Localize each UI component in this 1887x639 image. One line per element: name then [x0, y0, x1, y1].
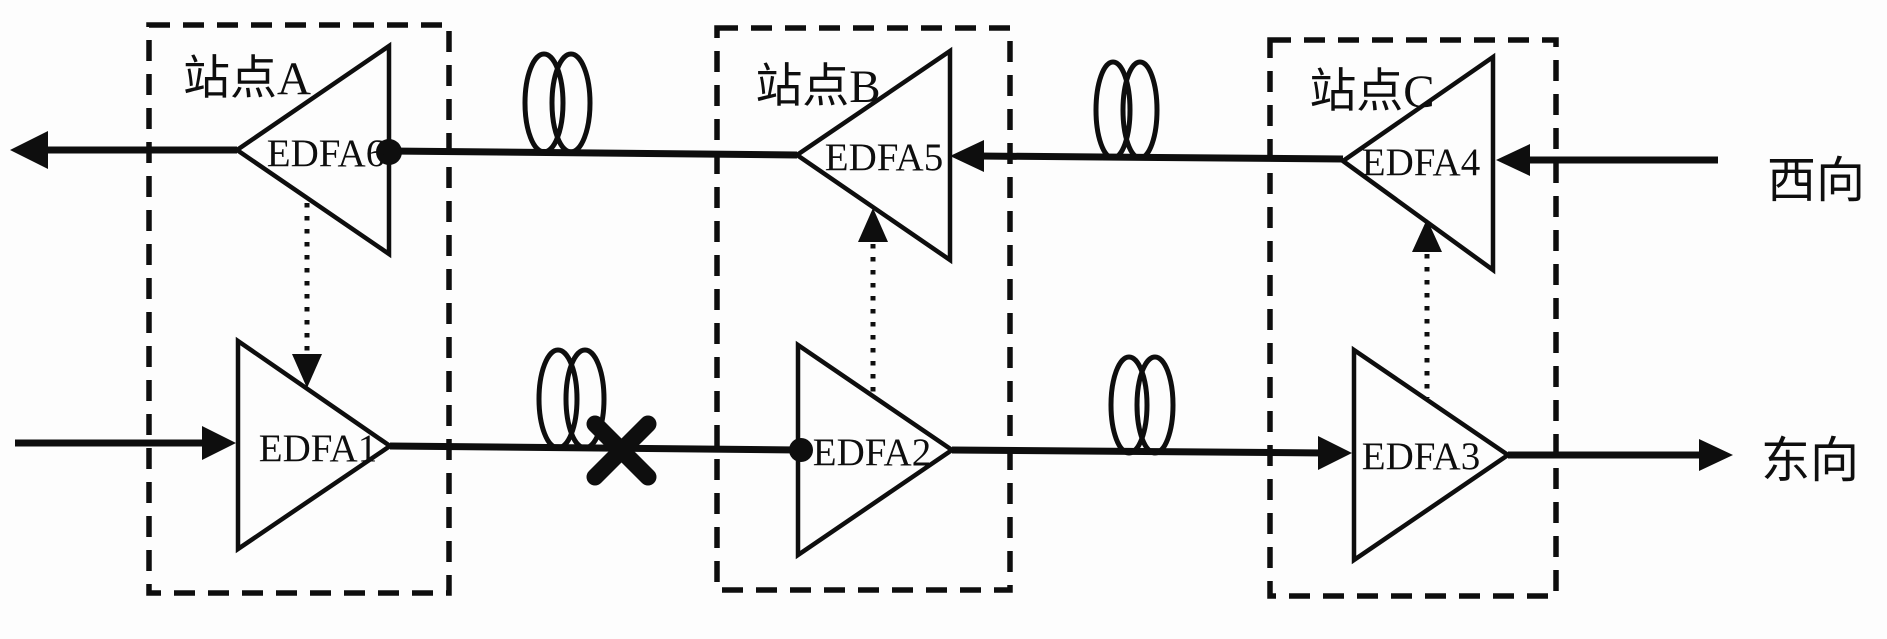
edfa4-input-arrowhead-icon — [1496, 144, 1530, 176]
edfa6-label: EDFA6 — [267, 132, 385, 175]
edfa1-label: EDFA1 — [259, 427, 377, 470]
eastward-path — [15, 439, 1704, 459]
fiber-segment — [388, 147, 798, 159]
fiber-coil-icon — [1108, 354, 1176, 456]
fiber-coil-icon — [522, 51, 593, 155]
east-input-arrowhead-icon — [202, 426, 236, 460]
coupler-dot-icon — [376, 139, 402, 165]
station-b-box — [714, 25, 1013, 593]
edfa3-label: EDFA3 — [1362, 435, 1480, 478]
amplifier-triangles — [233, 41, 1512, 565]
pump-tap-arrows — [292, 203, 1442, 398]
east-output-arrowhead-icon — [1699, 439, 1733, 471]
edfa3-triangle — [1351, 345, 1512, 565]
fiber-cut-x-icon — [586, 415, 657, 486]
edfa2-label: EDFA2 — [813, 431, 931, 474]
tap-a-dotted-arrow-icon — [292, 203, 322, 388]
fiber-segment — [951, 446, 1327, 457]
edfa5-label: EDFA5 — [825, 136, 943, 179]
coupler-dots — [376, 139, 813, 462]
tap-c-dotted-arrow-icon — [1412, 219, 1442, 398]
tap-b-dotted-arrow-icon — [858, 208, 888, 392]
fiber-coils — [522, 51, 1176, 456]
station-boxes — [146, 22, 1559, 599]
edfa1-triangle — [235, 336, 394, 554]
fiber-segment — [389, 442, 799, 454]
station-c-label: 站点C — [1309, 66, 1434, 118]
station-a-box — [146, 22, 452, 596]
fiber-coil-icon — [536, 347, 607, 451]
station-a-label: 站点A — [183, 53, 311, 105]
edfa5-triangle — [793, 46, 953, 265]
station-c-box — [1267, 37, 1559, 599]
fiber-segment — [977, 152, 1344, 163]
arrowheads — [10, 131, 1733, 471]
westward-path — [42, 146, 1718, 164]
edfa3-input-arrowhead-icon — [1318, 436, 1352, 470]
edfa4-label: EDFA4 — [1362, 141, 1480, 184]
westward-direction-label: 西向 — [1767, 153, 1865, 208]
edfa4-triangle — [1339, 52, 1496, 275]
coupler-dot-icon — [789, 438, 813, 462]
edfa5-input-arrowhead-icon — [950, 140, 984, 172]
eastward-direction-label: 东向 — [1761, 433, 1859, 488]
station-b-label: 站点B — [755, 61, 880, 113]
fiber-coil-icon — [1093, 59, 1160, 161]
west-output-arrowhead-icon — [10, 131, 48, 169]
labels: 站点A 站点B 站点C EDFA6 EDFA5 EDFA4 EDFA1 EDFA… — [183, 53, 1865, 488]
